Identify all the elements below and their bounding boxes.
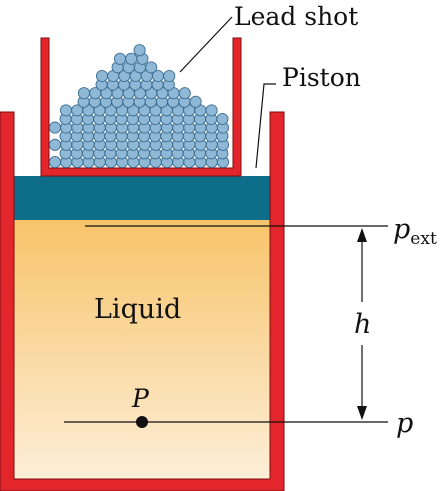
lead-shot-ball [205,104,218,117]
point-p-dot [136,416,148,428]
lead-shot-leader [179,16,233,73]
p-ext-subscript: ext [410,229,437,249]
lead-shot-ball [189,95,202,108]
lead-shot-ball [48,121,62,134]
p-ext-label: pext [393,214,437,249]
h-arrow-head-up [357,228,367,242]
lead-shot-ball [59,104,73,117]
lead-shot-ball [133,44,146,57]
liquid-body [14,220,270,479]
lead-shot-ball [178,87,191,100]
lead-shot-ball [48,138,62,151]
p-ext-symbol: p [393,214,410,245]
piston-label: Piston [282,63,361,92]
piston [14,176,270,220]
cylinder-wall [0,111,285,491]
h-label: h [354,309,371,340]
p-label: p [396,408,413,439]
lead-shot-ball [77,87,91,100]
lead-shot-ball [95,69,109,83]
lead-shot-label: Lead shot [234,2,358,31]
lead-shot-ball [216,112,229,126]
lead-shot-ball [125,52,138,65]
lead-shot-pile [48,44,230,169]
lead-shot-ball [48,155,62,169]
liquid-label: Liquid [94,294,181,325]
lead-shot-ball [163,69,176,83]
lead-shot-ball [145,61,158,74]
lead-shot-ball [113,52,127,65]
shot-container [40,37,242,177]
point-p-label: P [131,384,150,413]
piston-leader [255,83,276,169]
h-arrow-head-down [357,406,367,420]
